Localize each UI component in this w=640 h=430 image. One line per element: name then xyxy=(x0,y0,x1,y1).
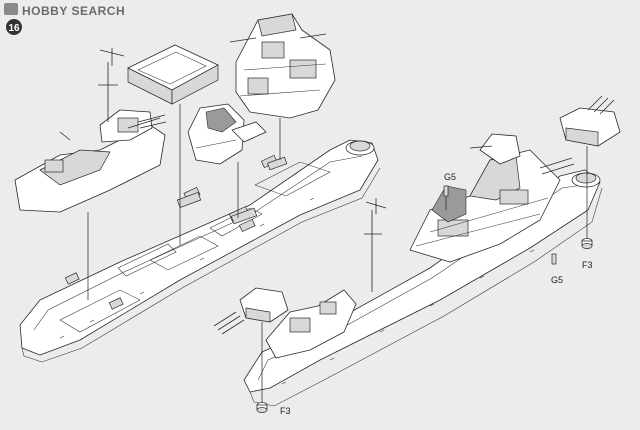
watermark-logo: HOBBY SEARCH xyxy=(4,3,125,18)
label-g5-upper: G5 xyxy=(444,172,456,182)
g5-part-upper xyxy=(443,185,449,197)
f3-pin-right xyxy=(581,238,593,249)
aft-superstructure-part xyxy=(14,48,167,213)
guide-lines-left xyxy=(87,104,281,300)
funnel-assembly-part xyxy=(127,103,267,165)
bridge-tower-part xyxy=(229,13,336,119)
aft-gun-turret-part xyxy=(213,287,289,335)
f3-pin-bottom xyxy=(256,402,268,413)
watermark-text: HOBBY SEARCH xyxy=(22,4,125,18)
step-badge: 16 xyxy=(6,19,22,35)
main-gun-turret-part xyxy=(559,95,621,147)
deckhouse-box-part xyxy=(127,44,219,105)
label-f3-bottom: F3 xyxy=(280,406,291,416)
step-number: 16 xyxy=(8,23,20,34)
right-hull-assembled xyxy=(243,133,603,407)
g5-part-lower xyxy=(551,253,557,265)
label-g5-lower: G5 xyxy=(551,275,563,285)
guide-lines-right xyxy=(261,146,588,402)
small-deck-fittings xyxy=(176,156,288,225)
label-f3-right: F3 xyxy=(582,260,593,270)
